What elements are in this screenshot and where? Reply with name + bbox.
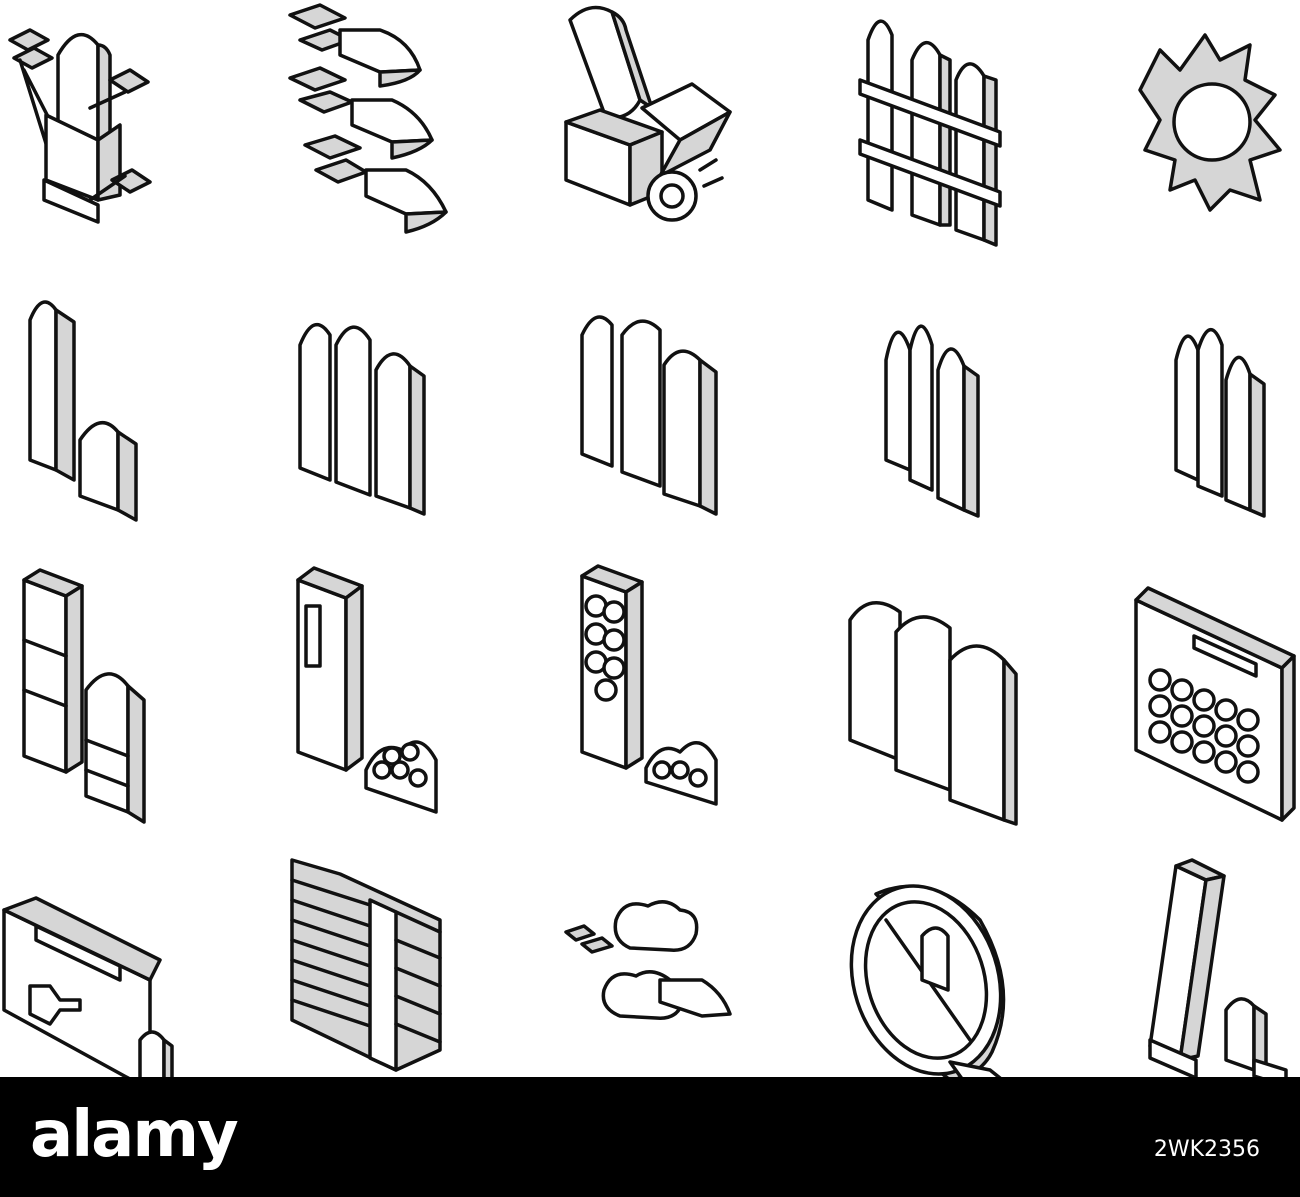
- rifle-cartridges-icon: [884, 324, 980, 518]
- flying-bullets-icon: [288, 3, 448, 234]
- stacked-shot-cartridges-icon: [22, 568, 146, 824]
- cartridge-and-casing-icon: [28, 300, 138, 522]
- watermark-footer: alamy 2WK2356: [0, 1077, 1300, 1197]
- brand-logo: alamy: [30, 1098, 239, 1172]
- smoke-bullets-icon: [564, 900, 732, 1020]
- three-flat-cartridges-icon: [580, 315, 718, 516]
- ammo-case-with-cartridge-icon: [2, 896, 174, 1077]
- icon-set-svg: [2, 3, 1296, 1077]
- three-cartridges-icon: [298, 322, 426, 516]
- bullet-hit-box-icon: [564, 5, 732, 222]
- bullet-hole-icon: [1138, 33, 1282, 212]
- icon-set-artboard: [2, 3, 1296, 1077]
- image-id-label: 2WK2356: [1153, 1137, 1260, 1162]
- three-wide-cartridges-icon: [848, 600, 1018, 826]
- prohibited-ammo-icon: [849, 884, 1006, 1077]
- pointed-cartridges-icon: [1174, 328, 1266, 518]
- bullet-fence-icon: [858, 19, 1002, 247]
- ammo-case-grid-icon: [1134, 586, 1296, 822]
- round-shot-box-icon: [580, 564, 718, 806]
- ammo-box-with-pile-icon: [296, 566, 438, 814]
- bullet-explosion-icon: [8, 28, 152, 224]
- ammunition-belt-icon: [290, 858, 442, 1072]
- magazine-and-cartridge-icon: [1148, 858, 1288, 1077]
